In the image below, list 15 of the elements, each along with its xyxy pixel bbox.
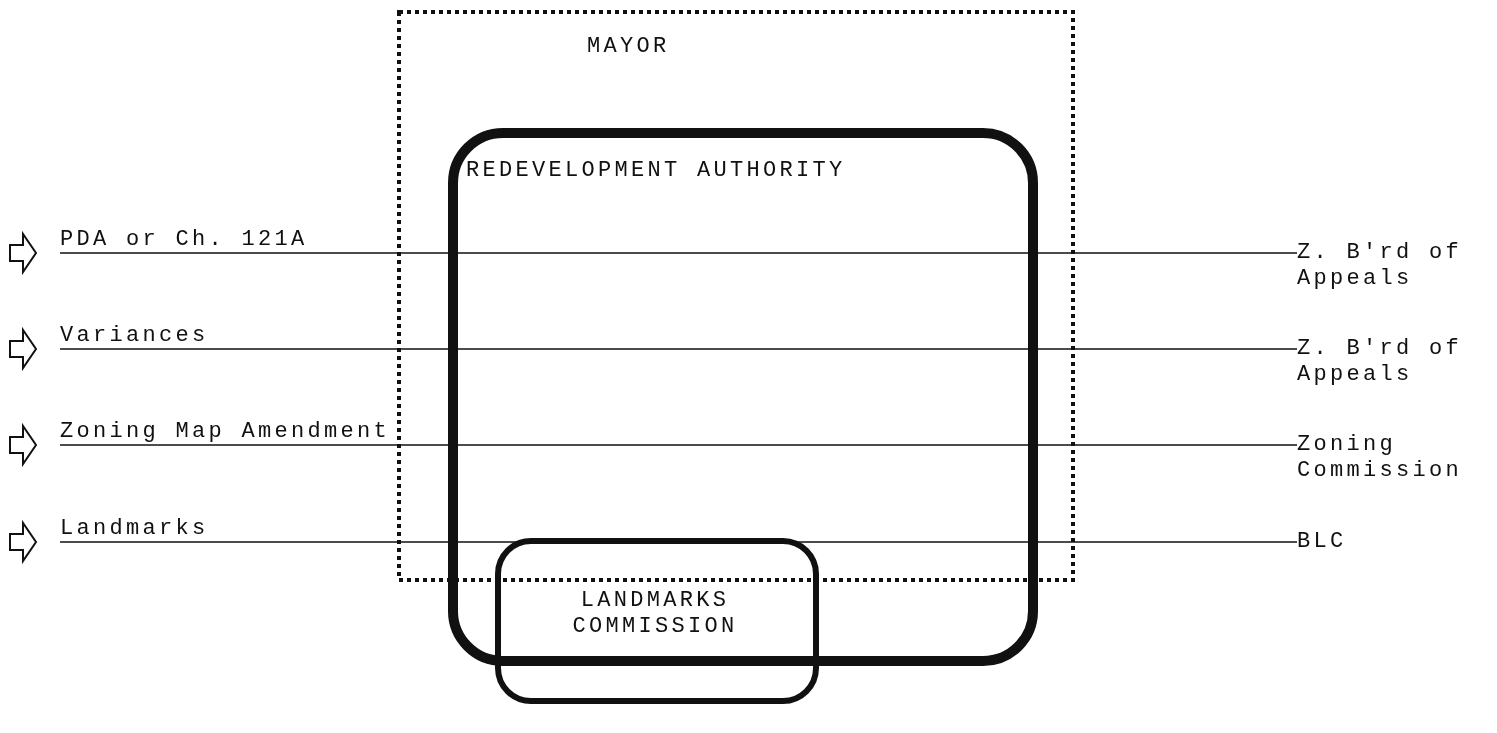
connector-line bbox=[59, 252, 1298, 254]
connector-line bbox=[59, 348, 1298, 350]
input-label: Variances bbox=[60, 323, 380, 349]
group-title: LANDMARKS COMMISSION bbox=[545, 588, 765, 640]
group-title: REDEVELOPMENT AUTHORITY bbox=[466, 158, 846, 184]
connector-line bbox=[59, 444, 1298, 446]
output-label: Z. B'rd of Appeals bbox=[1297, 336, 1487, 388]
output-label: Z. B'rd of Appeals bbox=[1297, 240, 1487, 292]
group-title: MAYOR bbox=[587, 34, 670, 60]
output-label: Zoning Commission bbox=[1297, 432, 1487, 484]
input-label: Landmarks bbox=[60, 516, 380, 542]
connector-line bbox=[59, 541, 1298, 543]
output-label: BLC bbox=[1297, 529, 1487, 555]
input-label: PDA or Ch. 121A bbox=[60, 227, 380, 253]
input-label: Zoning Map Amendment bbox=[60, 419, 400, 445]
